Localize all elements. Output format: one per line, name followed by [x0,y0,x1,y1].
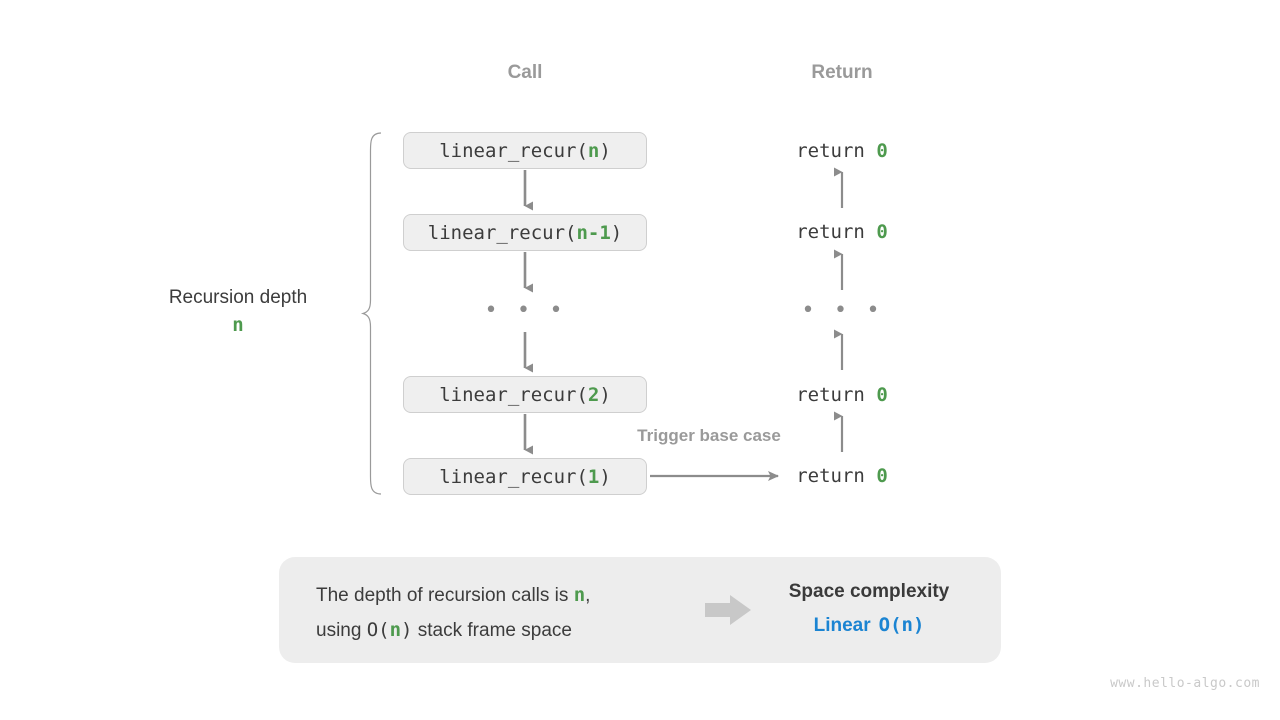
return-value: 0 [876,465,888,487]
call-frame-fn: linear_recur( [439,139,588,162]
watermark: www.hello-algo.com [1110,676,1260,691]
complexity-notation: O(n) [878,614,925,636]
call-frame-close: ) [599,139,611,162]
call-frame-fn: linear_recur( [439,465,588,488]
return-value: 0 [876,384,888,406]
return-keyword: return [796,140,877,162]
call-frame-box: linear_recur(n-1) [403,214,647,251]
summary-line2-suffix: stack frame space [412,620,572,641]
recursion-depth-annotation: Recursion depth n [169,285,307,339]
summary-line2-mono-open: O( [366,619,390,641]
return-label: return 0 [796,384,888,406]
call-frame-close: ) [599,383,611,406]
call-frame-fn: linear_recur( [427,221,577,244]
summary-line-1: The depth of recursion calls is n, [316,578,696,613]
recursion-depth-title: Recursion depth [168,287,308,308]
summary-panel: The depth of recursion calls is n, using… [279,557,1001,663]
summary-line2-mono-close: ) [401,619,413,641]
return-ellipsis: • • • [801,298,883,323]
summary-description: The depth of recursion calls is n, using… [316,578,696,648]
summary-line2-var: n [389,619,402,641]
return-keyword: return [796,384,877,406]
summary-line2-prefix: using [316,620,367,641]
complexity-word: Linear [813,615,871,636]
complexity-value: Linear O(n) [771,608,967,644]
call-frame-close: ) [599,465,611,488]
trigger-base-case-note: Trigger base case [637,426,781,445]
call-ellipsis: • • • [484,298,566,323]
column-header-call: Call [507,62,543,83]
return-label: return 0 [796,140,888,162]
return-label: return 0 [796,221,888,243]
call-frame-box: linear_recur(2) [403,376,647,413]
return-value: 0 [876,221,888,243]
call-frame-arg: 2 [587,383,600,406]
recursion-depth-value: n [232,314,244,336]
summary-line1-suffix: , [585,585,591,606]
call-frame-arg: n-1 [576,221,611,244]
block-arrow-right-icon [705,595,751,625]
recursion-depth-brace [360,132,382,495]
call-frame-box: linear_recur(1) [403,458,647,495]
call-frame-box: linear_recur(n) [403,132,647,169]
summary-line1-prefix: The depth of recursion calls is [316,585,574,606]
return-label: return 0 [796,465,888,487]
call-frame-fn: linear_recur( [439,383,588,406]
call-frame-arg: 1 [587,465,600,488]
complexity-title: Space complexity [788,581,950,602]
return-keyword: return [796,465,877,487]
call-frame-arg: n [587,139,600,162]
summary-line1-var: n [573,584,586,606]
column-header-return: Return [811,62,873,83]
call-frame-close: ) [610,221,623,244]
return-keyword: return [796,221,877,243]
summary-line-2: using O(n) stack frame space [316,613,696,648]
summary-conclusion: Space complexity Linear O(n) [771,576,967,644]
return-value: 0 [876,140,888,162]
